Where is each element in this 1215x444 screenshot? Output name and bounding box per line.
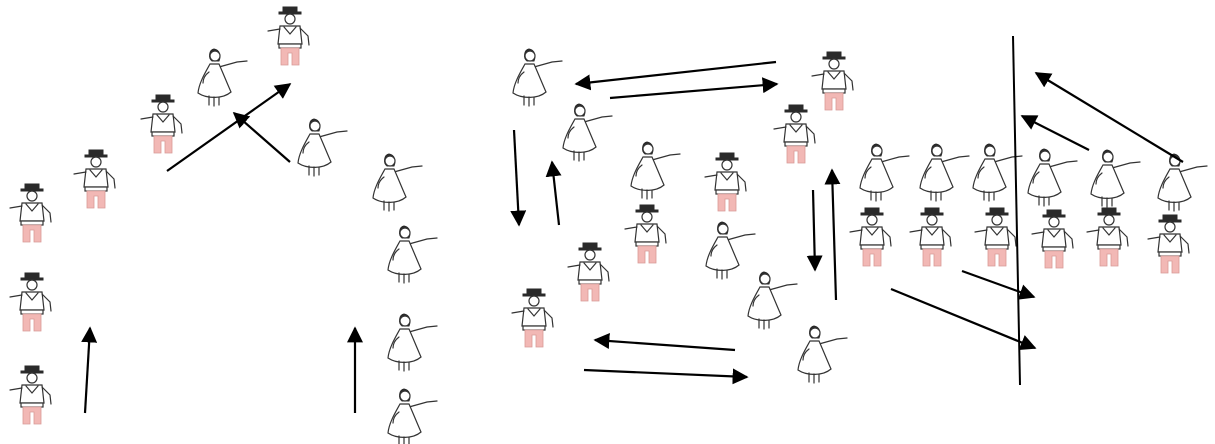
right-formation: [849, 35, 1208, 386]
female-dancer: [859, 143, 910, 202]
female-dancer: [797, 325, 848, 384]
movement-arrow: [806, 189, 823, 272]
male-dancer: [567, 242, 610, 302]
movement-arrow: [1034, 72, 1184, 163]
male-dancer: [1147, 214, 1190, 274]
male-dancer: [9, 272, 52, 332]
female-dancer: [630, 141, 681, 200]
movement-arrow: [166, 83, 292, 172]
female-dancer: [705, 221, 756, 280]
movement-arrow: [545, 160, 562, 226]
male-dancer: [73, 149, 116, 209]
movement-arrow: [583, 368, 749, 385]
movement-arrow: [574, 60, 777, 91]
male-dancer: [9, 365, 52, 425]
female-dancer: [387, 313, 438, 372]
female-dancer: [747, 271, 798, 330]
female-dancer: [1027, 148, 1078, 207]
movement-arrow: [510, 129, 527, 227]
movement-arrow: [1020, 115, 1090, 151]
male-dancer: [267, 6, 310, 66]
male-dancer: [773, 104, 816, 164]
middle-formation: [510, 48, 854, 385]
female-dancer: [197, 48, 248, 107]
male-dancer: [849, 207, 892, 267]
movement-arrow: [609, 77, 779, 100]
female-dancer: [387, 225, 438, 284]
female-dancer: [297, 118, 348, 177]
male-dancer: [511, 288, 554, 348]
male-dancer: [1086, 207, 1129, 267]
female-dancer: [919, 143, 970, 202]
male-dancer: [1031, 209, 1074, 269]
male-dancer: [624, 204, 667, 264]
movement-arrow: [961, 269, 1036, 300]
male-dancer: [811, 51, 854, 111]
female-dancer: [562, 103, 613, 162]
female-dancer: [387, 388, 438, 444]
female-dancer: [372, 153, 423, 212]
female-dancer: [512, 48, 563, 107]
movement-arrow: [232, 111, 291, 163]
male-dancer: [974, 207, 1017, 267]
movement-arrow: [593, 333, 736, 352]
male-dancer: [140, 94, 183, 154]
left-formation: [9, 6, 438, 444]
movement-arrow: [890, 287, 1037, 350]
movement-arrow: [824, 168, 841, 301]
male-dancer: [9, 183, 52, 243]
male-dancer: [704, 152, 747, 212]
male-dancer: [909, 207, 952, 267]
movement-arrow: [81, 326, 98, 414]
divider-line: [1012, 35, 1021, 386]
female-dancer: [1090, 149, 1141, 208]
